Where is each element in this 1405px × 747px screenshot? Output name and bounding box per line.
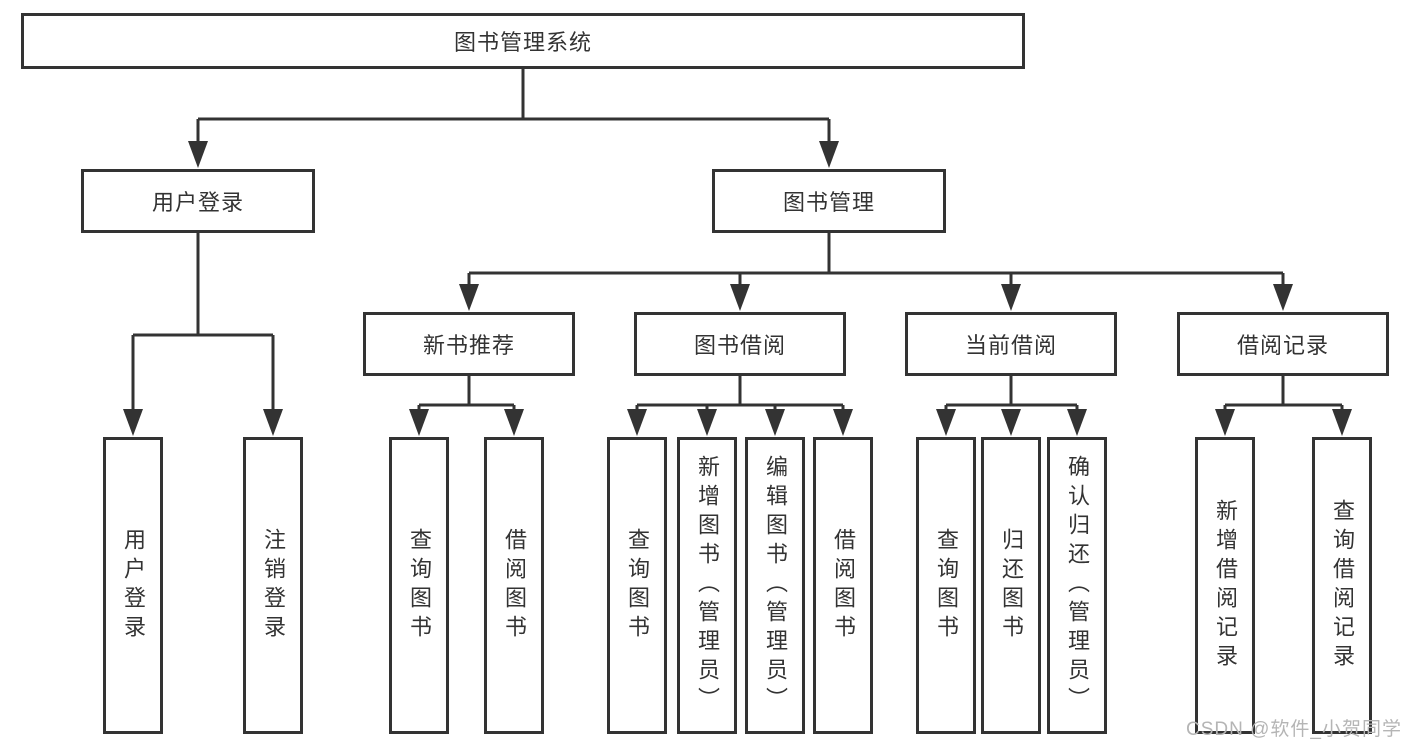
leaf-add-borrow-record: 新增借阅记录 — [1195, 437, 1255, 734]
node-borrowing-records: 借阅记录 — [1177, 312, 1389, 376]
leaf-query-books-recommend: 查询图书 — [389, 437, 449, 734]
leaf-logout: 注销登录 — [243, 437, 303, 734]
node-book-borrowing: 图书借阅 — [634, 312, 846, 376]
node-new-book-recommend: 新书推荐 — [363, 312, 575, 376]
leaf-borrow-books-recommend: 借阅图书 — [484, 437, 544, 734]
leaf-query-books-current: 查询图书 — [916, 437, 976, 734]
leaf-user-login: 用户登录 — [103, 437, 163, 734]
node-book-management: 图书管理 — [712, 169, 946, 233]
leaf-confirm-return-admin: 确认归还（管理员） — [1047, 437, 1107, 734]
node-library-management-system: 图书管理系统 — [21, 13, 1025, 69]
leaf-add-book-admin: 新增图书（管理员） — [677, 437, 737, 734]
leaf-edit-book-admin: 编辑图书（管理员） — [745, 437, 805, 734]
node-current-borrowing: 当前借阅 — [905, 312, 1117, 376]
watermark: CSDN @软件_小贺同学 — [1186, 719, 1402, 740]
leaf-query-borrow-record: 查询借阅记录 — [1312, 437, 1372, 734]
leaf-return-books: 归还图书 — [981, 437, 1041, 734]
leaf-borrow-books-borrow: 借阅图书 — [813, 437, 873, 734]
leaf-query-books-borrow: 查询图书 — [607, 437, 667, 734]
node-user-login: 用户登录 — [81, 169, 315, 233]
